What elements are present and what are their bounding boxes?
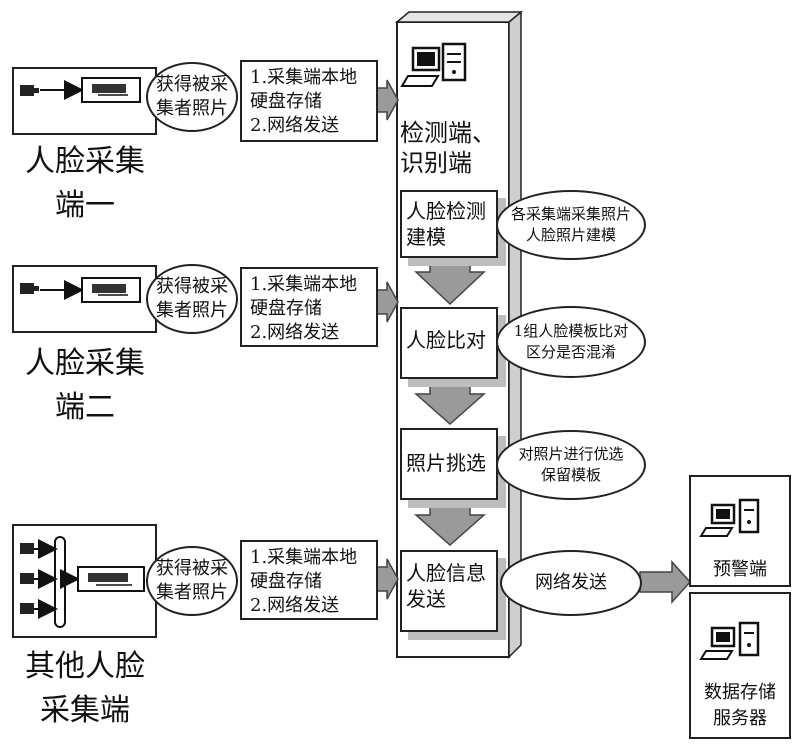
arrow-step-1-2 (414, 261, 486, 306)
note-step-2-text: 1组人脸模板比对 区分是否混淆 (513, 322, 629, 361)
step-face-detect: 人脸检测 建模 (400, 190, 498, 258)
storage-label: 数据存储 服务器 (704, 682, 776, 729)
camera-icon (20, 539, 80, 619)
store-box-2-text: 1.采集端本地 硬盘存储 2.网络发送 (250, 274, 358, 343)
collector-3-label: 其他人脸 采集端 (25, 649, 145, 728)
camera-icon (20, 280, 84, 300)
store-box-3: 1.采集端本地 硬盘存储 2.网络发送 (240, 540, 378, 620)
note-step-1-text: 各采集端采集照片 人脸照片建模 (510, 205, 631, 244)
note-step-1: 各采集端采集照片 人脸照片建模 (496, 190, 646, 260)
alert-label: 预警端 (713, 559, 767, 580)
arrow-step-2-3 (414, 383, 486, 426)
center-title: 检测端、 识别端 (400, 119, 496, 177)
step-face-compare: 人脸比对 (400, 307, 498, 379)
store-box-1: 1.采集端本地 硬盘存储 2.网络发送 (240, 60, 378, 142)
capture-device-icon (81, 77, 141, 103)
arrow-collector-2 (376, 281, 399, 323)
collector-1-label: 人脸采集 端一 (25, 144, 145, 223)
collector-2-label: 人脸采集 端二 (25, 346, 145, 425)
step-info-send: 人脸信息 发送 (400, 550, 498, 632)
cable-pole-icon (54, 536, 66, 628)
flow-arrows (376, 79, 692, 604)
store-box-2: 1.采集端本地 硬盘存储 2.网络发送 (240, 267, 378, 347)
capture-device-icon (81, 277, 141, 303)
arrow-collector-3 (376, 558, 399, 600)
store-box-1-text: 1.采集端本地 硬盘存储 2.网络发送 (250, 67, 358, 136)
computer-icon (699, 503, 736, 537)
server-icon (441, 42, 467, 82)
step-photo-select: 照片挑选 (400, 428, 498, 500)
note-step-4: 网络发送 (500, 550, 642, 616)
arrow-step-3-4 (414, 504, 486, 547)
obtain-photo-2: 获得被采 集者照片 (146, 264, 238, 334)
server-icon (738, 621, 760, 657)
store-box-3-text: 1.采集端本地 硬盘存储 2.网络发送 (250, 547, 358, 616)
camera-icon (20, 80, 84, 100)
capture-device-icon (77, 566, 145, 592)
obtain-photo-1: 获得被采 集者照片 (146, 62, 238, 132)
note-step-3: 对照片进行优选 保留模板 (496, 430, 646, 500)
obtain-photo-2-text: 获得被采 集者照片 (156, 276, 228, 321)
arrow-collector-1 (376, 79, 399, 121)
obtain-photo-3-text: 获得被采 集者照片 (156, 558, 228, 603)
obtain-photo-3: 获得被采 集者照片 (146, 546, 238, 616)
server-icon (738, 498, 760, 534)
note-step-4-text: 网络发送 (535, 572, 607, 593)
obtain-photo-1-text: 获得被采 集者照片 (156, 74, 228, 119)
step-photo-select-label: 照片挑选 (406, 451, 486, 475)
computer-icon (400, 46, 441, 87)
step-face-compare-label: 人脸比对 (406, 328, 486, 352)
storage-box (689, 592, 791, 739)
arrow-to-alert (639, 560, 692, 604)
step-face-detect-label: 人脸检测 建模 (406, 199, 486, 249)
note-step-2: 1组人脸模板比对 区分是否混淆 (496, 306, 646, 378)
step-info-send-label: 人脸信息 发送 (406, 561, 486, 611)
computer-icon (699, 626, 736, 660)
note-step-3-text: 对照片进行优选 保留模板 (518, 445, 624, 484)
